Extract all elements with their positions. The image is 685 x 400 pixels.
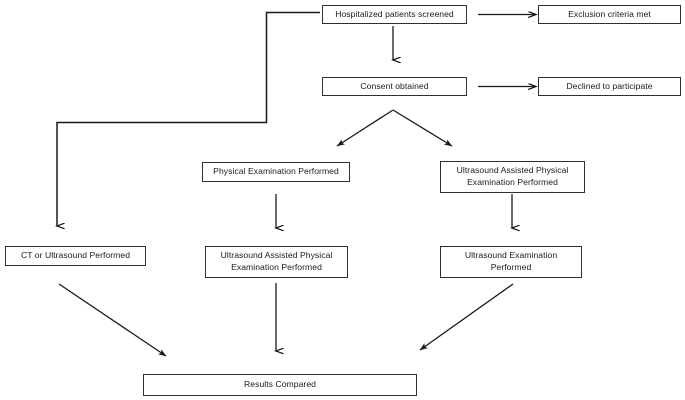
node-ultrasound-assisted-physical-examination-performed-upper[interactable]: Ultrasound Assisted Physical Examination… <box>440 161 585 193</box>
node-label: Exclusion criteria met <box>568 8 651 19</box>
node-ct-or-ultrasound-performed[interactable]: CT or Ultrasound Performed <box>5 246 146 266</box>
node-label: Physical Examination Performed <box>213 166 339 177</box>
node-exclusion-criteria-met[interactable]: Exclusion criteria met <box>538 5 681 24</box>
node-label: Ultrasound Examination Performed <box>464 250 558 272</box>
node-consent-obtained[interactable]: Consent obtained <box>322 77 467 96</box>
edge-ct-or-ultrasound-to-results <box>58 283 167 357</box>
node-label: Ultrasound Assisted Physical Examination… <box>456 165 569 187</box>
node-label: Results Compared <box>244 379 316 390</box>
edge-ultrasound-examination-to-results <box>419 283 514 351</box>
node-results-compared[interactable]: Results Compared <box>143 374 417 396</box>
node-ultrasound-examination-performed[interactable]: Ultrasound Examination Performed <box>440 246 582 278</box>
node-hospitalized-patients-screened[interactable]: Hospitalized patients screened <box>322 5 467 24</box>
node-label: CT or Ultrasound Performed <box>20 250 131 261</box>
edge-consent-to-ultrasound-assisted-upper <box>392 109 453 147</box>
node-label: Declined to participate <box>566 80 653 91</box>
node-physical-examination-performed[interactable]: Physical Examination Performed <box>202 162 350 182</box>
node-ultrasound-assisted-physical-examination-performed-lower[interactable]: Ultrasound Assisted Physical Examination… <box>205 246 348 278</box>
edge-screened-to-ct-or-ultrasound <box>57 11 320 227</box>
node-label: Hospitalized patients screened <box>335 8 454 19</box>
edge-consent-to-physical-examination <box>336 109 394 147</box>
node-declined-to-participate[interactable]: Declined to participate <box>538 77 681 96</box>
node-label: Consent obtained <box>360 80 429 91</box>
node-label: Ultrasound Assisted Physical Examination… <box>220 250 333 272</box>
